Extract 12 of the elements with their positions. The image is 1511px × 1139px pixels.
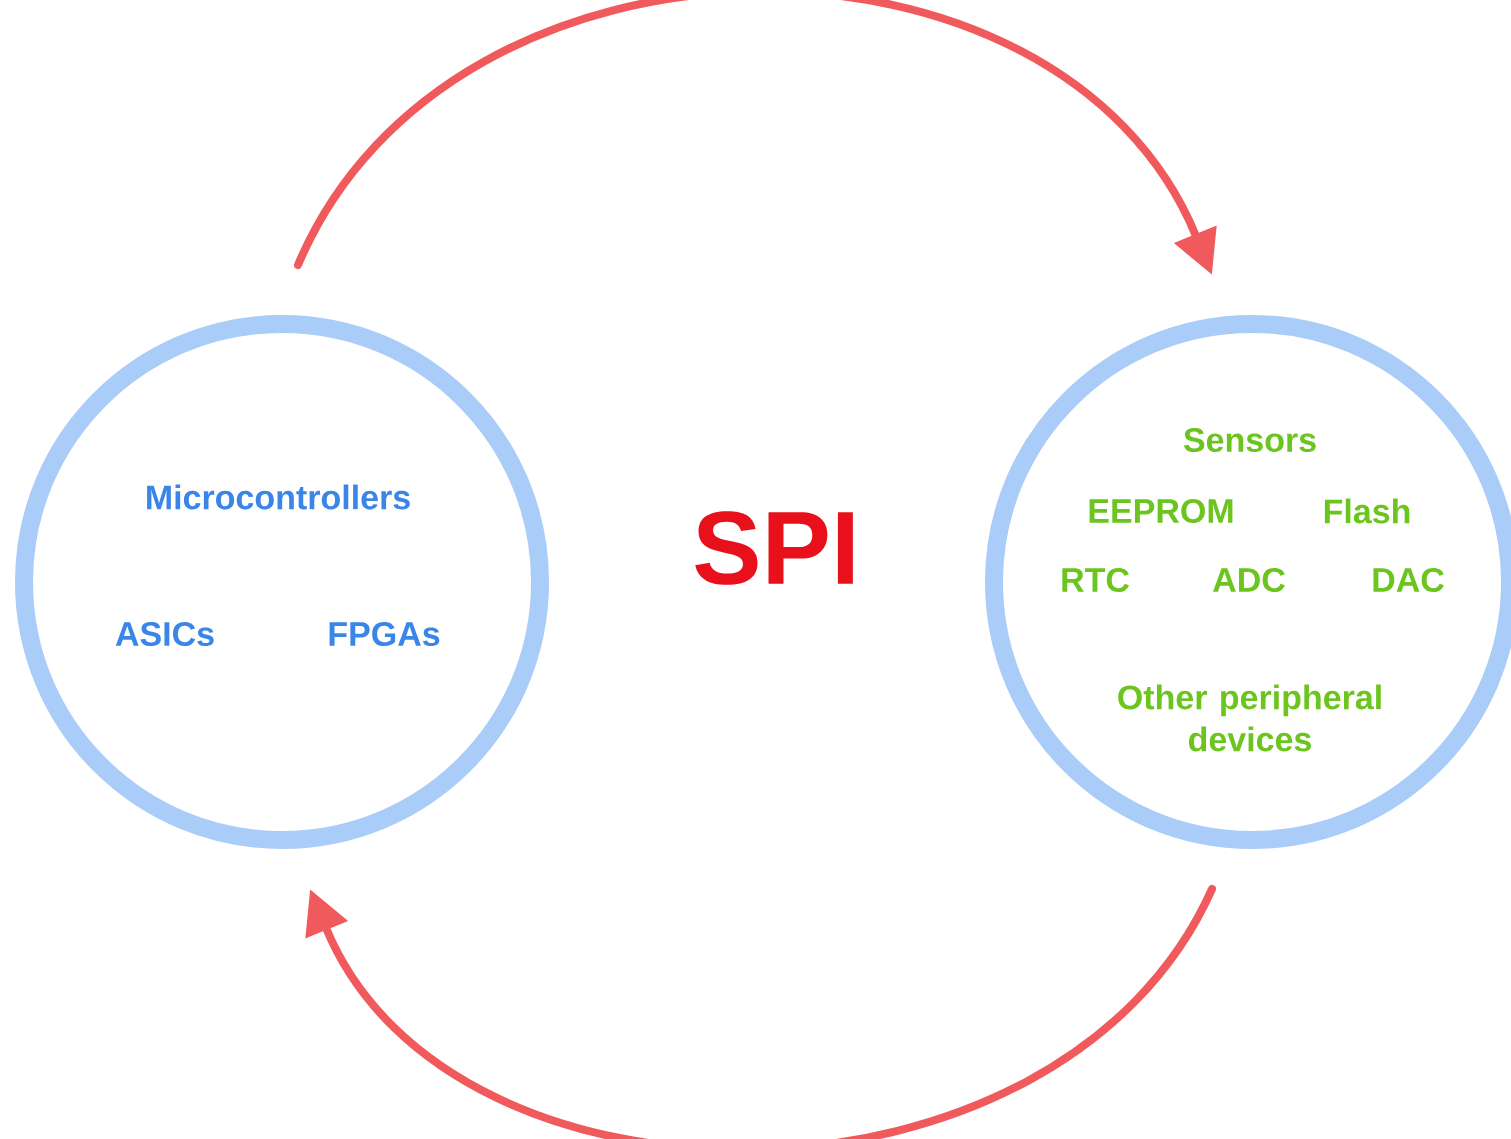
device-label: EEPROM (1089, 498, 1233, 524)
device-label: FPGAs (329, 621, 440, 647)
device-label: ADC (1213, 567, 1285, 593)
device-label: Flash (1324, 498, 1410, 524)
device-label: ASICs (115, 621, 214, 647)
device-label: Other peripheral devices (1118, 684, 1381, 752)
device-label: DAC (1373, 567, 1444, 593)
protocol-label: SPI (695, 511, 853, 585)
device-label: RTC (1062, 567, 1129, 593)
device-label: Microcontrollers (147, 484, 410, 510)
curved-arrow (305, 885, 1216, 1139)
device-label: Sensors (1183, 427, 1316, 453)
